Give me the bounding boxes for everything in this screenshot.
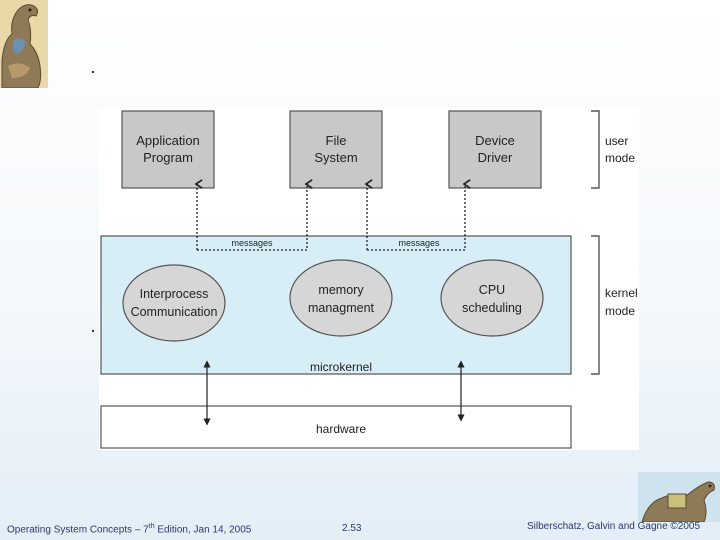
message-arrow — [367, 179, 471, 251]
footer-page-number: 2.53 — [342, 523, 362, 534]
cpu-scheduling-ellipse — [440, 259, 544, 337]
user-mode-bracket — [591, 110, 600, 189]
ellipse-label: Interprocess — [140, 287, 209, 301]
ellipse-label: memory — [318, 283, 364, 297]
file-system-box — [289, 110, 383, 189]
microkernel-label: microkernel — [310, 360, 372, 374]
user-box-label: Driver — [478, 150, 513, 165]
kernel-mode-label: mode — [605, 304, 635, 318]
user-mode-label: mode — [605, 151, 635, 165]
application-program-box — [121, 110, 215, 189]
hardware-label: hardware — [316, 422, 366, 436]
hardware-region — [100, 405, 572, 449]
message-arrow — [197, 179, 313, 251]
user-box-label: Device — [475, 133, 515, 148]
user-box-label: Application — [136, 133, 200, 148]
footer-copyright: Silberschatz, Galvin and Gagne ©2005 — [527, 521, 701, 532]
user-mode-label: user — [605, 134, 628, 148]
footer-book-title: Operating System Concepts – 7th Edition,… — [7, 523, 252, 536]
dinosaur-logo-top — [0, 0, 48, 88]
ellipse-label: Communication — [131, 305, 218, 319]
stray-dot — [92, 330, 94, 332]
ellipse-label: managment — [308, 301, 375, 315]
ellipse-label: scheduling — [462, 301, 522, 315]
interprocess-communication-ellipse — [122, 264, 226, 342]
kernel-mode-bracket — [591, 235, 600, 375]
stray-dot — [92, 71, 94, 73]
dinosaur-logo-bottom — [638, 472, 720, 522]
ellipse-label: CPU — [479, 283, 505, 297]
microkernel-diagram: Application Program File System Device D… — [99, 108, 639, 450]
messages-label: messages — [398, 238, 440, 248]
kernel-mode-label: kernel — [605, 286, 638, 300]
memory-management-ellipse — [289, 259, 393, 337]
user-box-label: Program — [143, 150, 193, 165]
user-box-label: System — [314, 150, 357, 165]
messages-label: messages — [231, 238, 273, 248]
device-driver-box — [448, 110, 542, 189]
user-box-label: File — [326, 133, 347, 148]
